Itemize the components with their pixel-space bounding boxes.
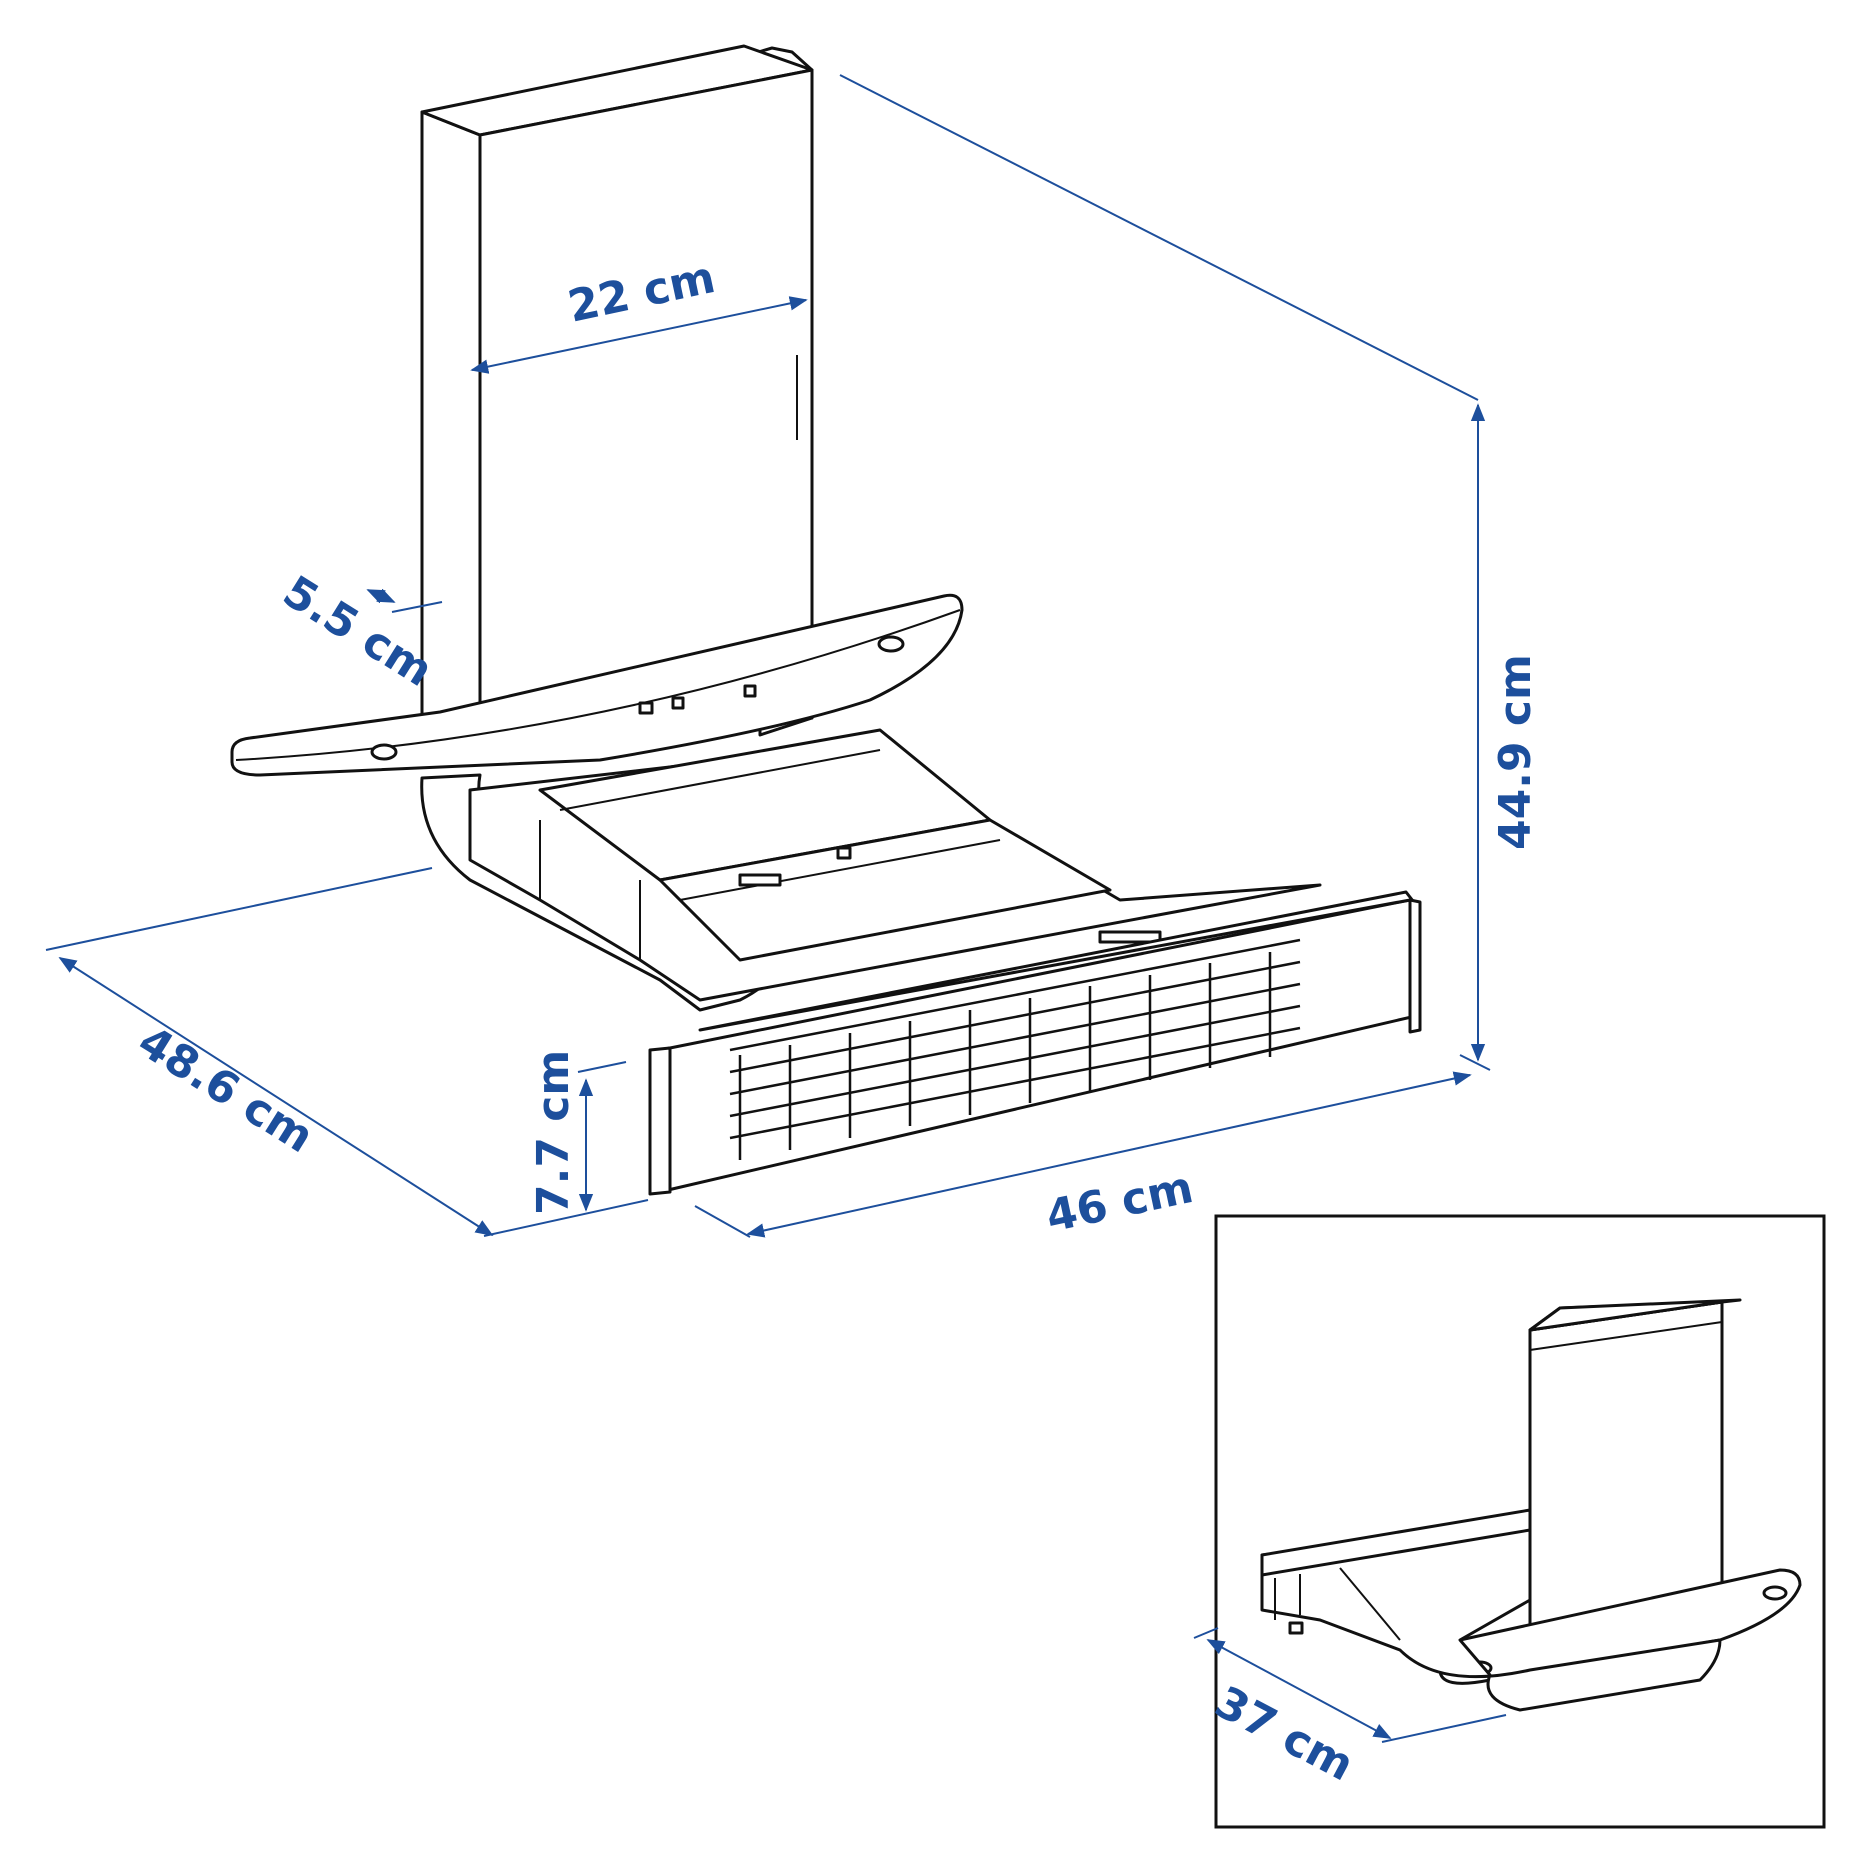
dimension-48-6cm: 48.6 cm [129,1016,322,1163]
dimension-46cm: 46 cm [1042,1162,1198,1243]
main-product-drawing [230,44,1422,1196]
chimney-duct [420,44,814,737]
dimension-44-9cm: 44.9 cm [1490,654,1541,850]
dimension-lines [45,74,1491,1238]
extractor-body [420,728,1322,1012]
canopy-plate [230,593,964,777]
inset-view: 37 cm [1193,1214,1826,1829]
inset-product-drawing [1260,1298,1802,1712]
dimension-7-7cm: 7.7 cm [528,1050,579,1215]
dimension-5-5cm: 5.5 cm [274,566,441,697]
